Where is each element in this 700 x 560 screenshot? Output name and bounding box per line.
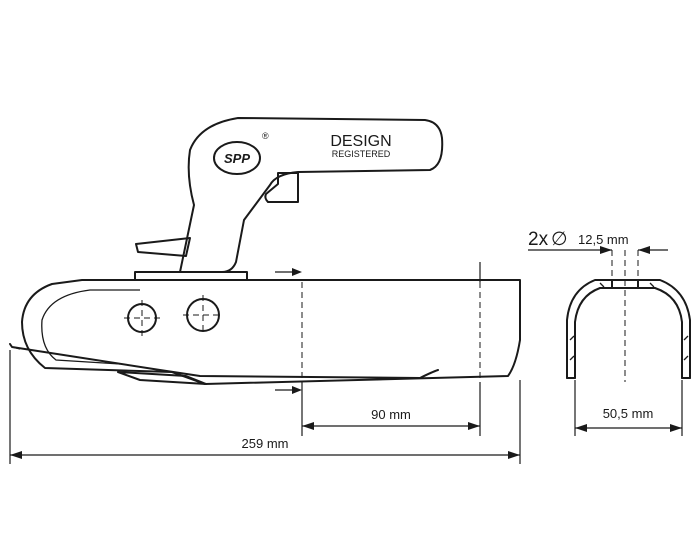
coupling-handle	[179, 117, 444, 273]
drawbar-plate-lower	[11, 346, 21, 350]
overall-length-dimension: 259 mm	[9, 350, 521, 464]
handle-base-plate	[134, 271, 248, 281]
hole-spacing-label: 90 mm	[371, 407, 411, 422]
handle-front-tab	[135, 237, 191, 257]
hole-diameter-label: 12,5 mm	[578, 232, 629, 247]
overall-length-label: 259 mm	[242, 436, 289, 451]
coupling-side-view: SPP ® DESIGN REGISTERED	[9, 117, 521, 394]
registered-label: REGISTERED	[332, 149, 391, 159]
spp-logo-icon	[213, 141, 261, 175]
diameter-symbol: ∅	[551, 229, 568, 250]
bolt-hole-1	[124, 300, 160, 336]
coupling-body-inner-line	[41, 289, 140, 365]
hole-count-label: 2x	[528, 229, 549, 250]
bolt-hole-2	[183, 295, 223, 335]
hole-spacing-dimension: 90 mm	[301, 382, 481, 436]
coupling-body-outline	[21, 279, 521, 385]
hole-diameter-dimension: 2x ∅ 12,5 mm	[528, 229, 668, 254]
profile-width-label: 50,5 mm	[603, 406, 654, 421]
registered-mark: ®	[262, 131, 269, 141]
profile-inner	[574, 287, 683, 379]
logo-text: SPP	[224, 151, 250, 166]
handle-safety-catch	[264, 172, 299, 203]
profile-outer	[566, 279, 691, 379]
profile-width-dimension: 50,5 mm	[574, 380, 683, 436]
drawbar-plate	[9, 343, 439, 379]
design-label: DESIGN	[330, 133, 391, 150]
profile-cross-section	[566, 250, 691, 382]
coupling-lower-jaw	[117, 371, 207, 385]
